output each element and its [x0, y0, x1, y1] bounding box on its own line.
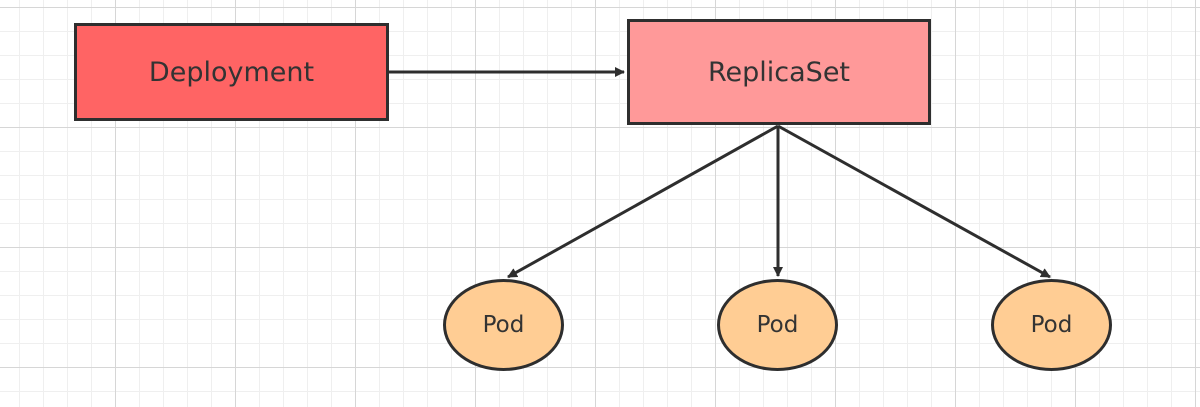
pod-label-2: Pod	[756, 312, 799, 338]
pod-node-3[interactable]: Pod	[991, 279, 1112, 371]
edge-replicaset-to-pod-1	[507, 124, 779, 279]
deployment-label: Deployment	[148, 56, 315, 88]
pod-label-1: Pod	[482, 312, 525, 338]
pod-node-1[interactable]: Pod	[443, 279, 564, 371]
pod-node-2[interactable]: Pod	[717, 279, 838, 371]
replicaset-node[interactable]: ReplicaSet	[627, 19, 931, 125]
replicaset-label: ReplicaSet	[707, 56, 851, 88]
deployment-node[interactable]: Deployment	[74, 23, 389, 121]
edge-replicaset-to-pod-3	[777, 124, 1051, 279]
pod-label-3: Pod	[1030, 312, 1073, 338]
